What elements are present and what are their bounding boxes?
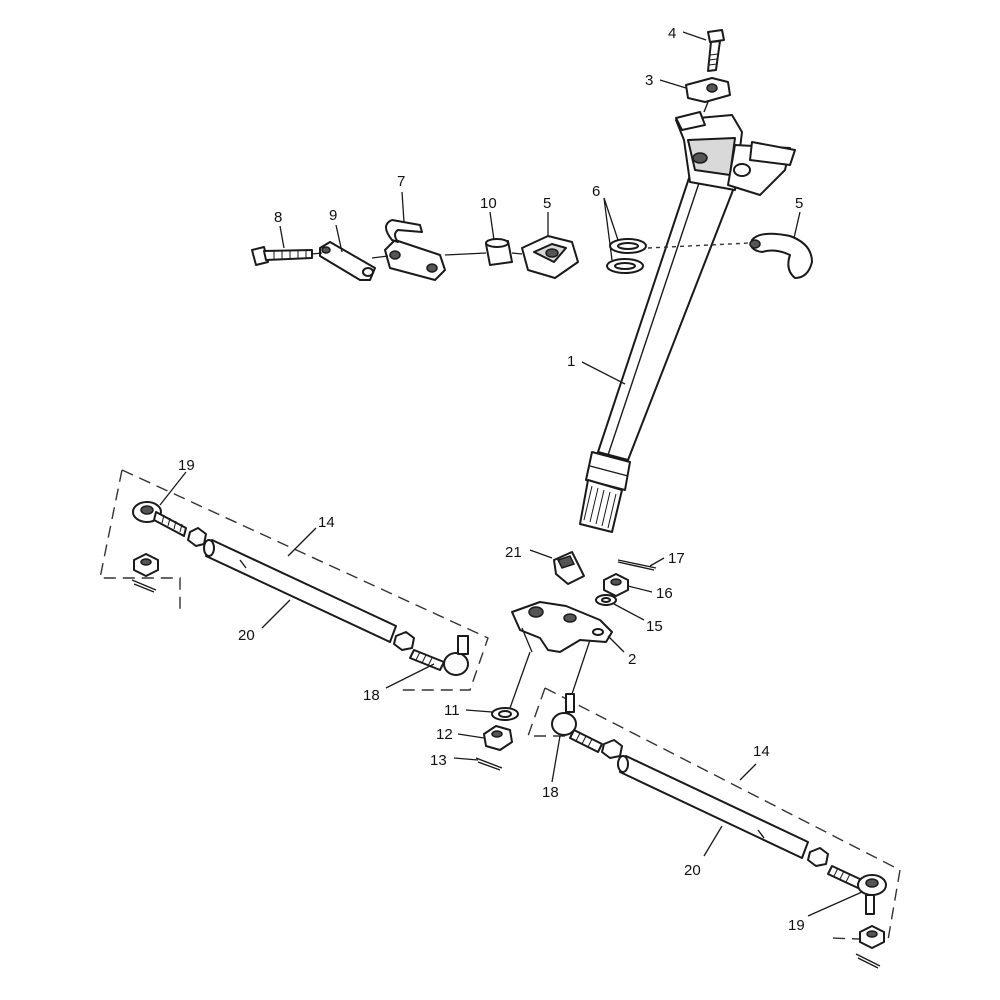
- callout-19-left: 19: [178, 457, 195, 474]
- callout-labels: 4 3 7 8 9 10 5 6 5 1 19 14 20 18 21 17 1…: [178, 25, 805, 934]
- clamp-5b-part: [749, 232, 813, 279]
- steering-column-part: [579, 111, 796, 533]
- washers-6-part: [606, 238, 647, 274]
- callout-5-right: 5: [795, 195, 803, 212]
- leader-lines: [159, 31, 863, 917]
- callout-17: 17: [668, 550, 685, 567]
- assembly-line-clamp: [647, 242, 751, 249]
- block-21-part: [553, 551, 585, 585]
- bushing-10-part: [485, 238, 513, 266]
- callout-16: 16: [656, 585, 673, 602]
- assembly-line-arm-left: [509, 651, 531, 709]
- callout-19-right: 19: [788, 917, 805, 934]
- callout-21: 21: [505, 544, 522, 561]
- assembly-line-bushing-10: [511, 252, 523, 255]
- callout-14-left: 14: [318, 514, 335, 531]
- callout-15: 15: [646, 618, 663, 635]
- callout-18-right: 18: [542, 784, 559, 801]
- callout-13: 13: [430, 752, 447, 769]
- assembly-line-bracket-7: [444, 252, 487, 256]
- callout-1: 1: [567, 353, 575, 370]
- bolt-8-part: [251, 246, 313, 266]
- assembly-line-bolt-8: [311, 252, 323, 255]
- nut-12-part: [483, 725, 513, 751]
- nut-16-part: [603, 573, 629, 597]
- callout-2: 2: [628, 651, 636, 668]
- callout-5-left: 5: [543, 195, 551, 212]
- washer-11-part: [491, 707, 519, 721]
- cotter-pin-17-part: [617, 559, 657, 571]
- clamp-5a-part: [521, 235, 579, 279]
- callout-3: 3: [645, 72, 653, 89]
- pitman-arm-2-part: [511, 601, 613, 653]
- callout-20-left: 20: [238, 627, 255, 644]
- clamp-3-part: [685, 77, 731, 113]
- bracket-7-part: [384, 219, 446, 281]
- washer-15-part: [595, 594, 617, 606]
- bolt-4-part: [707, 29, 725, 72]
- callout-7: 7: [397, 173, 405, 190]
- callout-12: 12: [436, 726, 453, 743]
- link-9-part: [319, 241, 376, 281]
- callout-20-right: 20: [684, 862, 701, 879]
- callout-8: 8: [274, 209, 282, 226]
- callout-14-right: 14: [753, 743, 770, 760]
- callout-18-left: 18: [363, 687, 380, 704]
- assembly-line-link-9: [371, 255, 389, 259]
- callout-6: 6: [592, 183, 600, 200]
- callout-11: 11: [444, 702, 460, 719]
- callout-4: 4: [668, 25, 676, 42]
- callout-9: 9: [329, 207, 337, 224]
- right-tie-rod-group: [527, 687, 901, 969]
- left-tie-rod-group: [99, 469, 489, 691]
- assembly-line-arm-right: [569, 639, 591, 701]
- cotter-pin-13-part: [475, 757, 503, 771]
- callout-10: 10: [480, 195, 497, 212]
